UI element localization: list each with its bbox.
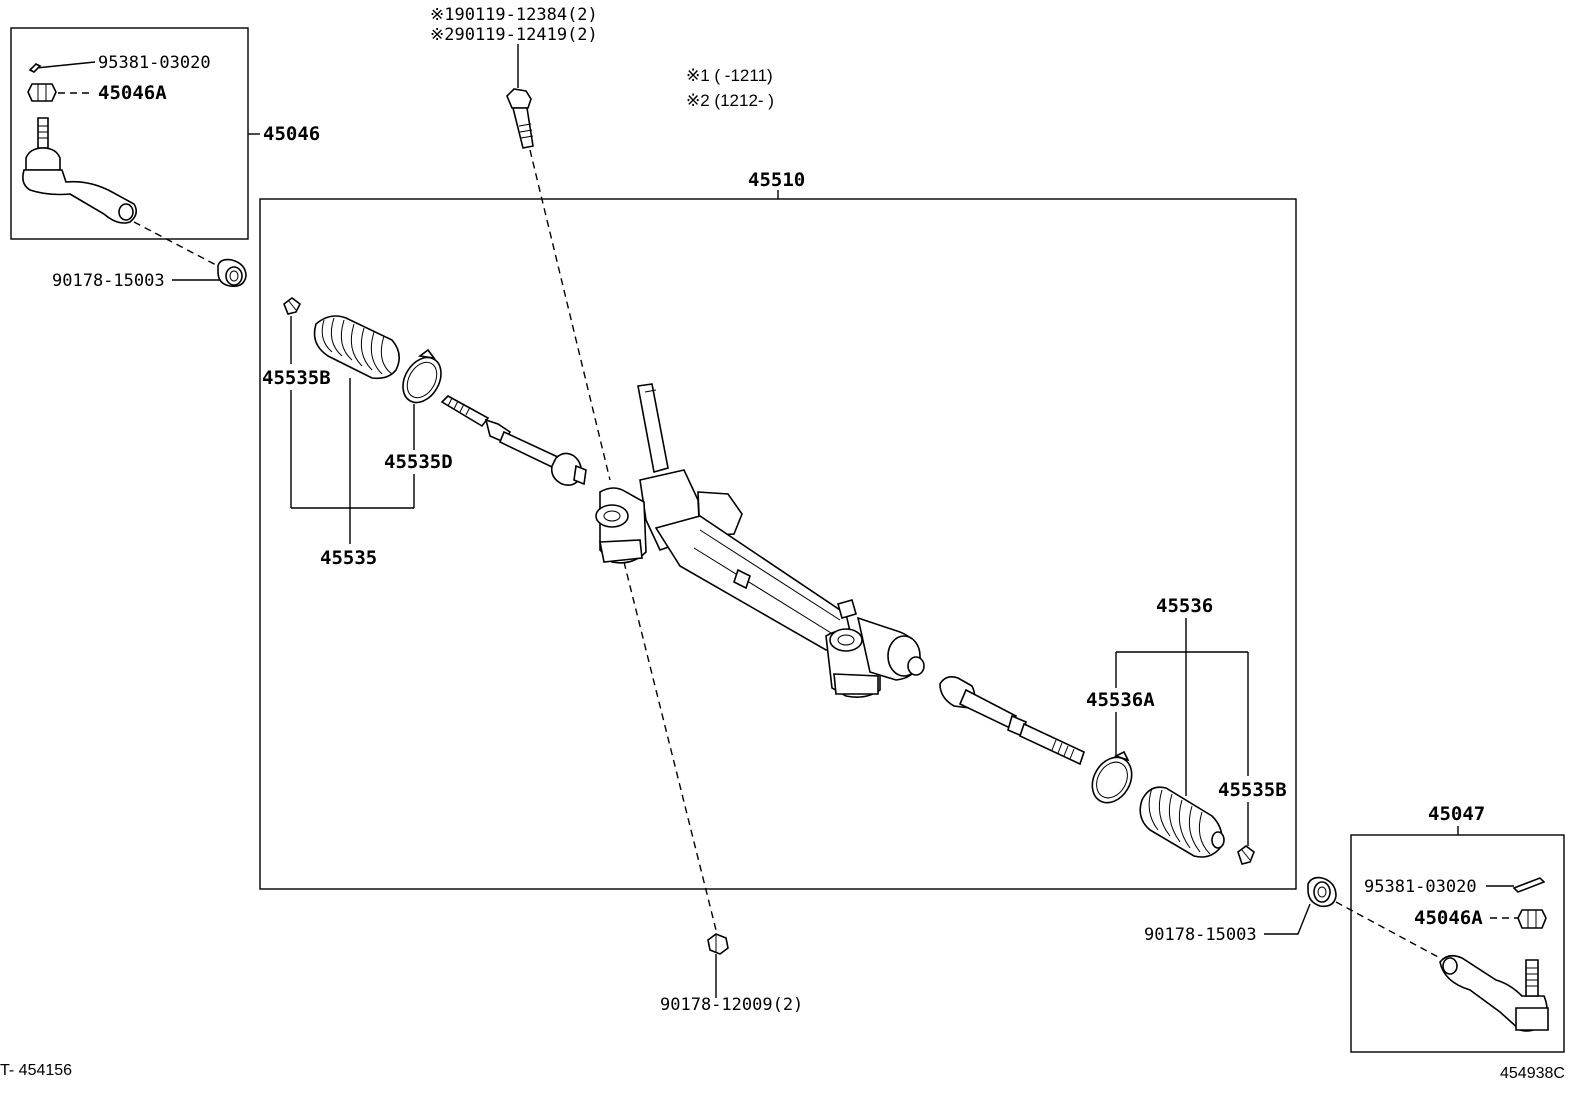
gear-assembly-box — [259, 198, 1297, 890]
right-clamp-a-label: 45536A — [1086, 689, 1155, 711]
right-tie-rod-end — [1439, 954, 1549, 1032]
right-castle-nut — [1517, 909, 1547, 929]
bolt-label-1: ※190119-12384(2) — [430, 5, 598, 25]
bottom-nut-label: 90178-12009(2) — [660, 995, 803, 1015]
left-pin-label: 95381-03020 — [98, 53, 211, 73]
right-boot-set-label: 45536 — [1156, 595, 1213, 617]
right-lock-nut — [1307, 876, 1337, 908]
left-large-clamp — [402, 348, 442, 404]
left-cotter-pin — [28, 63, 42, 73]
note-1: ※1 ( -1211) — [686, 66, 773, 85]
right-nut-label: 45046A — [1414, 907, 1483, 929]
mounting-bolt — [506, 88, 534, 149]
right-steering-boot — [1139, 786, 1225, 858]
left-clamp-d-label: 45535D — [384, 451, 453, 473]
left-inner-tie-rod — [440, 395, 587, 486]
right-small-clamp — [1237, 845, 1255, 865]
left-clamp-b-label: 45535B — [262, 367, 331, 389]
footer-right-code: 454938C — [1500, 1065, 1565, 1082]
footer-left-code: T- 454156 — [0, 1062, 72, 1079]
gear-assembly-label: 45510 — [748, 169, 805, 191]
note-2: ※2 (1212- ) — [686, 91, 774, 110]
left-small-clamp — [283, 297, 302, 315]
right-lock-nut-label: 90178-15003 — [1144, 925, 1257, 945]
left-tie-rod-end-label: 45046 — [263, 123, 320, 145]
left-tie-rod-end — [22, 117, 138, 224]
right-inner-tie-rod — [939, 676, 1085, 766]
right-cotter-pin — [1512, 877, 1546, 893]
right-clamp-b-label: 45535B — [1218, 779, 1287, 801]
left-nut-label: 45046A — [98, 82, 167, 104]
bolt-label-2: ※290119-12419(2) — [430, 25, 598, 45]
right-tie-rod-end-label: 45047 — [1428, 803, 1485, 825]
right-pin-label: 95381-03020 — [1364, 877, 1477, 897]
steering-rack-housing — [595, 383, 925, 698]
left-boot-set-label: 45535 — [320, 547, 377, 569]
left-steering-boot — [313, 315, 400, 380]
bottom-flange-nut — [707, 933, 729, 955]
left-lock-nut — [217, 258, 247, 288]
right-large-clamp — [1091, 750, 1133, 804]
left-castle-nut — [27, 83, 57, 102]
left-lock-nut-label: 90178-15003 — [52, 271, 165, 291]
